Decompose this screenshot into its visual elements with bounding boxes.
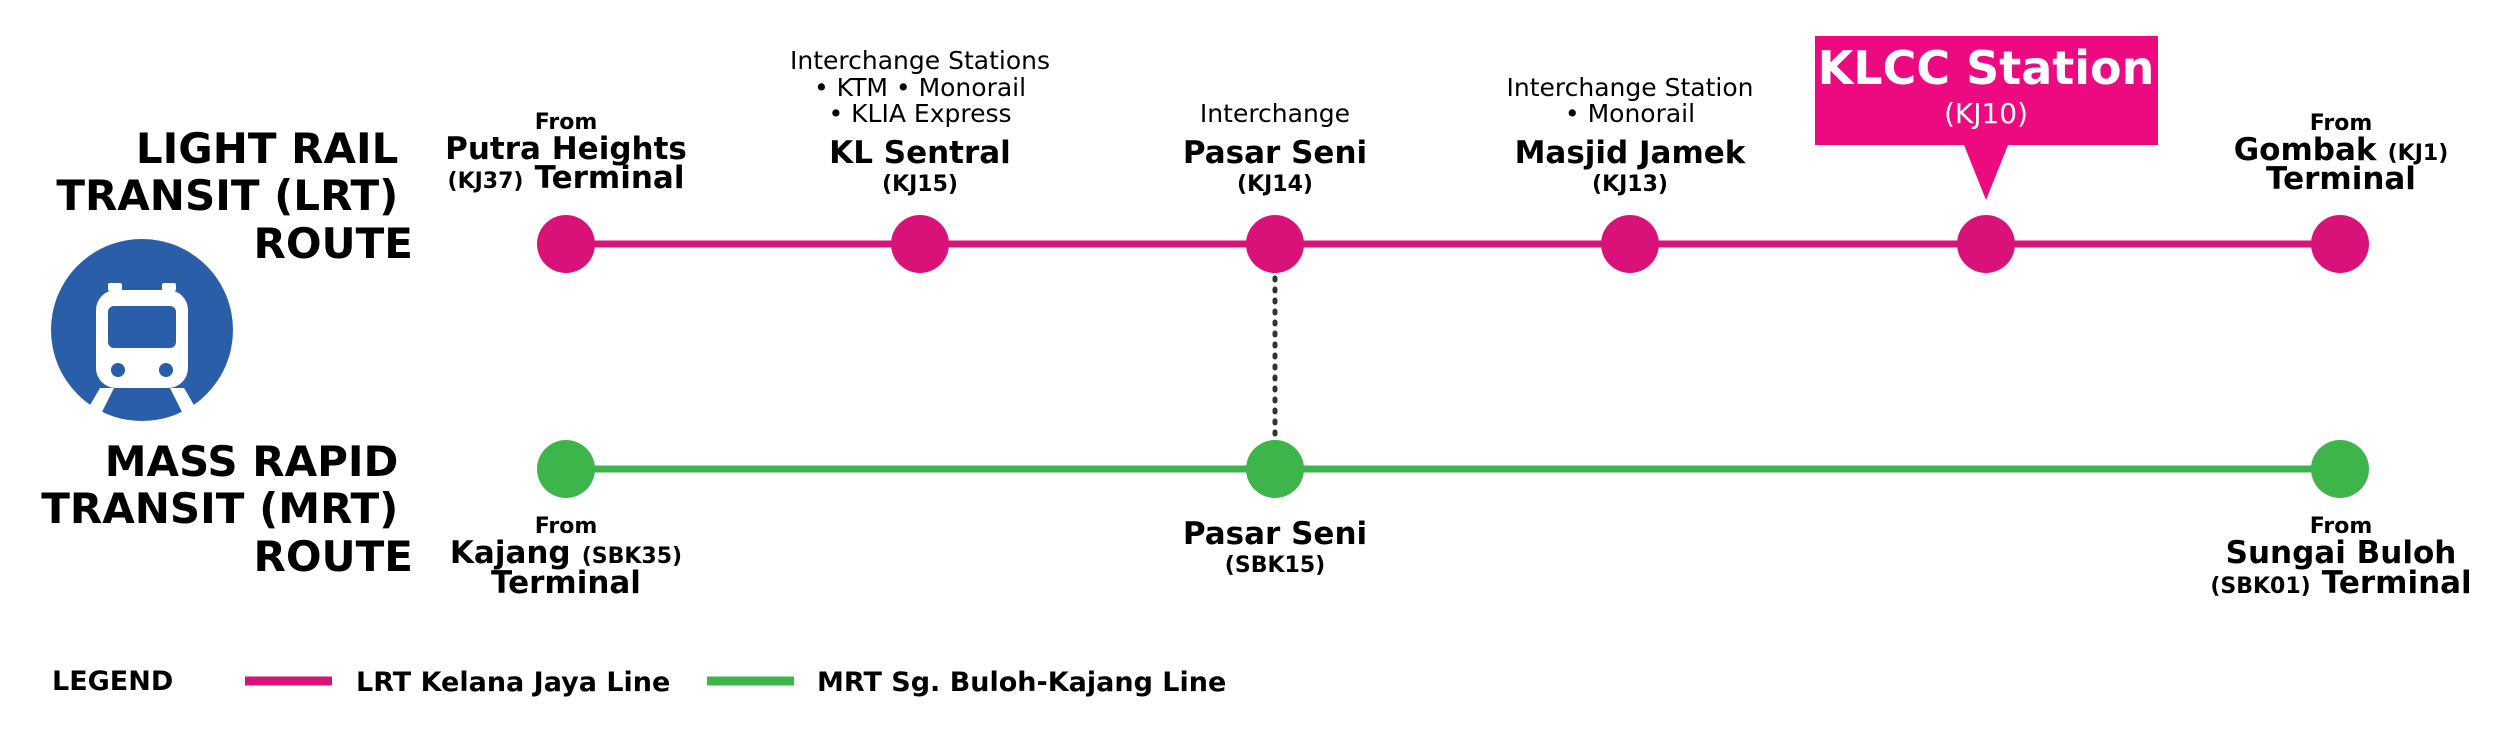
- svg-text:Terminal: Terminal: [2266, 161, 2416, 197]
- svg-text:Interchange: Interchange: [1200, 99, 1350, 128]
- station-klcc-dot: [1957, 215, 2015, 273]
- station-sungai-buloh-dot: [2311, 440, 2369, 498]
- svg-text:(KJ37) Terminal: (KJ37) Terminal: [448, 160, 685, 196]
- svg-text:Pasar Seni: Pasar Seni: [1183, 135, 1367, 171]
- label-pasar-seni-mrt: Pasar Seni (SBK15): [1183, 516, 1367, 578]
- svg-text:Putra Heights: Putra Heights: [445, 131, 687, 167]
- label-pasar-seni-lrt: Interchange Pasar Seni (KJ14): [1183, 99, 1367, 197]
- station-gombak-dot: [2311, 215, 2369, 273]
- lrt-route-title: LIGHT RAIL TRANSIT (LRT) ROUTE: [56, 124, 413, 268]
- svg-text:From: From: [535, 514, 598, 539]
- svg-text:Terminal: Terminal: [491, 565, 641, 601]
- station-kajang-dot: [537, 440, 595, 498]
- svg-text:• Monorail: • Monorail: [1565, 99, 1695, 128]
- svg-text:Interchange Stations: Interchange Stations: [790, 46, 1050, 75]
- svg-text:Pasar Seni: Pasar Seni: [1183, 516, 1367, 552]
- klcc-callout: KLCC Station (KJ10): [1815, 36, 2158, 200]
- svg-text:Masjid Jamek: Masjid Jamek: [1515, 135, 1747, 171]
- legend-title: LEGEND: [52, 666, 173, 697]
- label-kl-sentral: Interchange Stations • KTM • Monorail • …: [790, 46, 1050, 197]
- station-masjid-jamek-dot: [1601, 215, 1659, 273]
- svg-text:Interchange Station: Interchange Station: [1507, 73, 1754, 102]
- callout-title: KLCC Station: [1818, 41, 2155, 95]
- svg-text:Sungai Buloh: Sungai Buloh: [2226, 535, 2457, 571]
- lrt-stations: [537, 215, 2369, 273]
- label-gombak: From Gombak (KJ1) Terminal: [2234, 111, 2449, 197]
- label-masjid-jamek: Interchange Station • Monorail Masjid Ja…: [1507, 73, 1754, 197]
- svg-text:(KJ13): (KJ13): [1592, 172, 1668, 197]
- svg-text:KL Sentral: KL Sentral: [829, 135, 1011, 171]
- svg-text:• KLIA Express: • KLIA Express: [828, 99, 1011, 128]
- mrt-stations: [537, 440, 2369, 498]
- svg-text:• KTM • Monorail: • KTM • Monorail: [814, 73, 1026, 102]
- svg-text:(KJ15): (KJ15): [882, 172, 958, 197]
- station-pasar-seni-lrt-dot: [1246, 215, 1304, 273]
- svg-text:From: From: [535, 110, 598, 135]
- callout-code: (KJ10): [1944, 97, 2028, 130]
- legend-lrt-label: LRT Kelana Jaya Line: [356, 667, 670, 698]
- label-putra-heights: From Putra Heights (KJ37) Terminal: [445, 110, 687, 196]
- svg-text:From: From: [2310, 111, 2373, 136]
- svg-text:(SBK01) Terminal: (SBK01) Terminal: [2210, 565, 2471, 601]
- legend: LEGEND LRT Kelana Jaya Line MRT Sg. Bulo…: [52, 666, 1226, 698]
- svg-text:Kajang (SBK35): Kajang (SBK35): [450, 535, 682, 571]
- label-sungai-buloh: From Sungai Buloh (SBK01) Terminal: [2210, 514, 2471, 601]
- station-kl-sentral-dot: [891, 215, 949, 273]
- svg-text:(KJ14): (KJ14): [1237, 172, 1313, 197]
- svg-text:(SBK15): (SBK15): [1225, 553, 1325, 578]
- train-icon: [51, 239, 233, 421]
- station-putra-heights-dot: [537, 215, 595, 273]
- mrt-route-title: MASS RAPID TRANSIT (MRT) ROUTE: [41, 437, 413, 581]
- station-pasar-seni-mrt-dot: [1246, 440, 1304, 498]
- legend-mrt-label: MRT Sg. Buloh-Kajang Line: [817, 667, 1226, 698]
- svg-text:Gombak (KJ1): Gombak (KJ1): [2234, 132, 2449, 168]
- svg-text:From: From: [2310, 514, 2373, 539]
- label-kajang: From Kajang (SBK35) Terminal: [450, 514, 682, 601]
